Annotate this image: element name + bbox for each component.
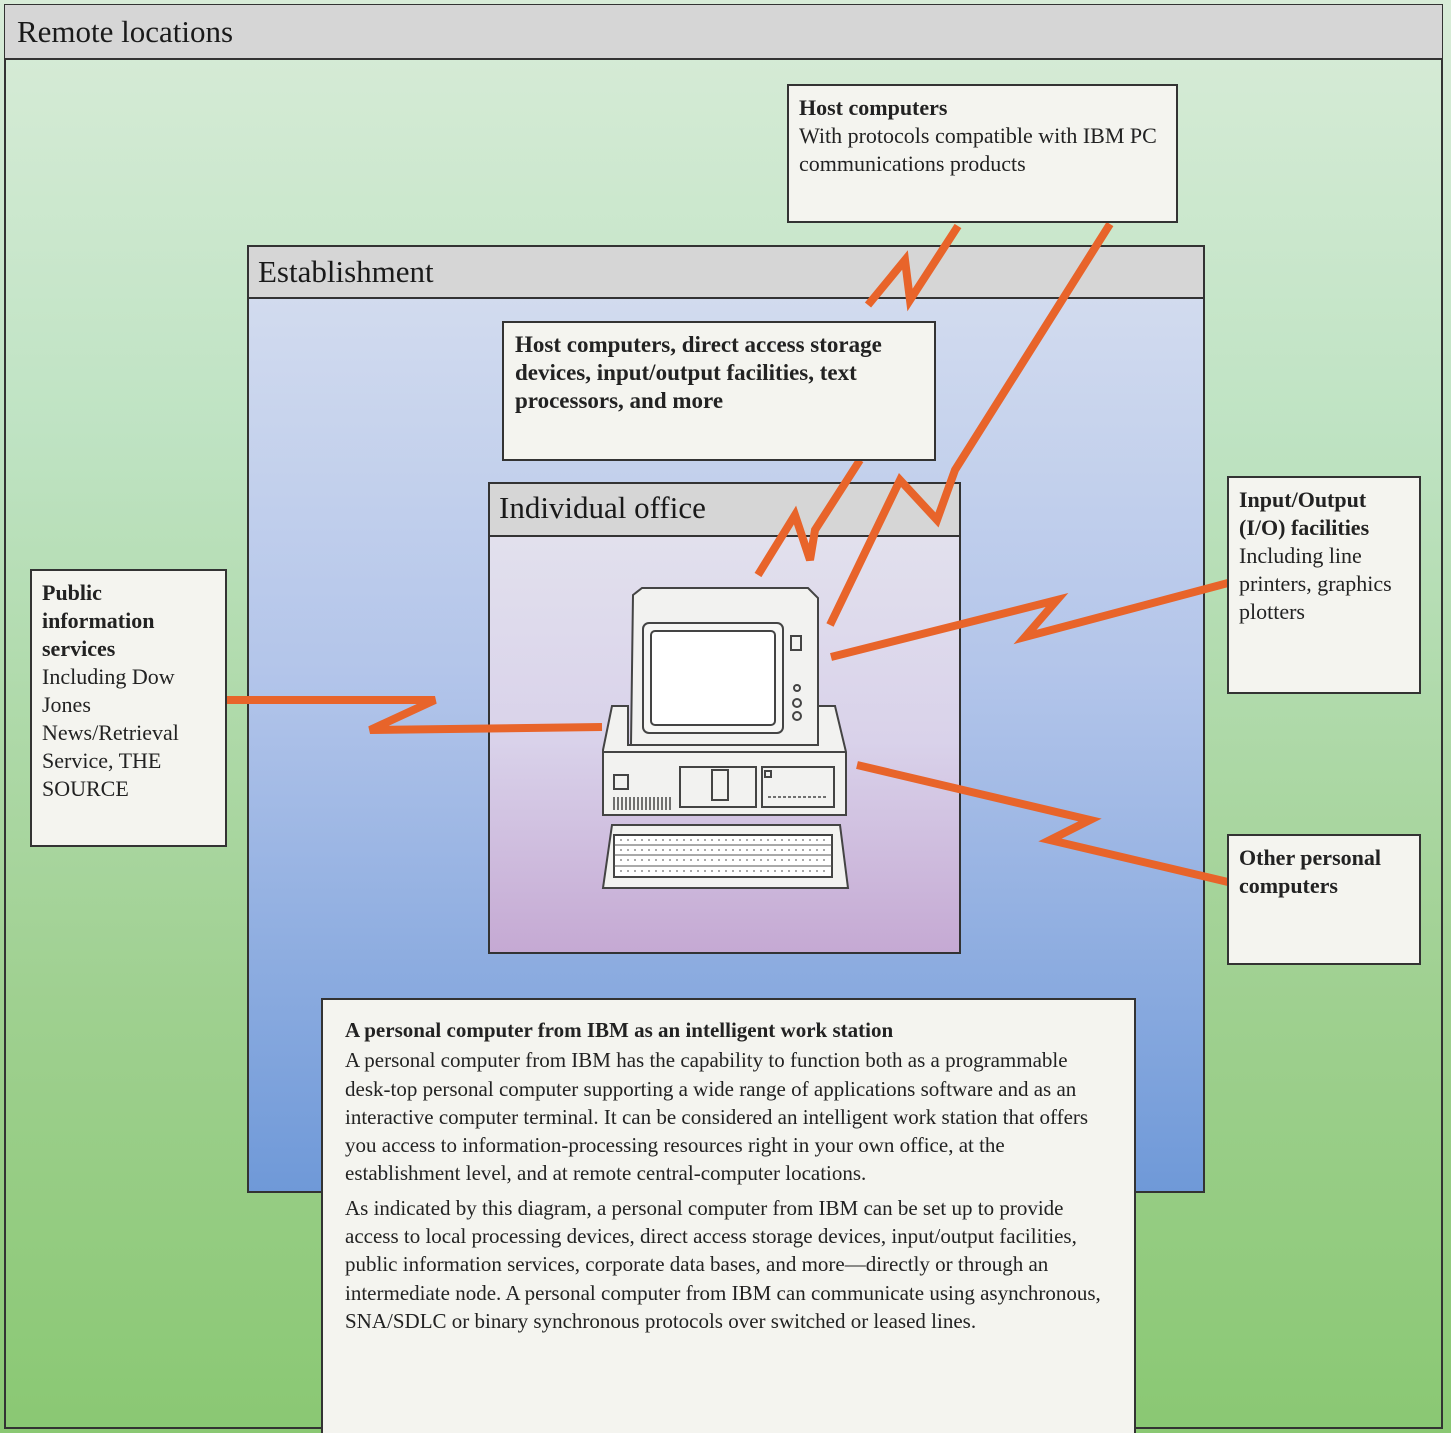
description-paragraph-1: A personal computer from IBM has the cap…: [345, 1048, 1089, 1186]
local-host-link-line: [754, 457, 864, 578]
io-facilities-box: Input/Output (I/O) facilities Including …: [1227, 476, 1421, 694]
io-link-line: [830, 579, 1230, 661]
other-personal-computers-box: Other personal computers: [1227, 834, 1421, 965]
remote-host-link-line: [864, 223, 962, 312]
establishment-title: Establishment: [258, 254, 434, 289]
description-paragraph-2: As indicated by this diagram, a personal…: [345, 1195, 1101, 1333]
public-info-services-heading: Public information services: [42, 580, 155, 661]
remote-locations-header: Remote locations: [5, 5, 1442, 60]
description-heading: A personal computer from IBM as an intel…: [345, 1018, 894, 1042]
io-facilities-heading: Input/Output (I/O) facilities: [1239, 487, 1370, 540]
host-computers-local-box: Host computers, direct access storage de…: [502, 321, 936, 461]
pc-illustration: [601, 587, 850, 889]
other-pcs-link-line: [856, 761, 1229, 886]
host-computers-local-heading: Host computers, direct access storage de…: [515, 332, 882, 413]
other-personal-computers-heading: Other personal computers: [1239, 845, 1381, 898]
description-panel: A personal computer from IBM as an intel…: [321, 998, 1136, 1433]
establishment-header: Establishment: [249, 247, 1203, 299]
individual-office-title: Individual office: [499, 490, 706, 525]
remote-locations-title: Remote locations: [17, 14, 234, 49]
host-computers-remote-text: With protocols compatible with IBM PC co…: [799, 123, 1157, 176]
host-computers-remote-box: Host computers With protocols compatible…: [787, 84, 1178, 223]
public-info-link-line: [226, 696, 603, 734]
host-computers-remote-heading: Host computers: [799, 95, 948, 120]
individual-office-header: Individual office: [490, 484, 959, 537]
remote-host-direct-link-line: [826, 221, 1114, 627]
public-info-services-box: Public information services Including Do…: [30, 569, 227, 847]
public-info-services-text: Including Dow Jones News/Retrieval Servi…: [42, 664, 179, 801]
io-facilities-text: Including line printers, graphics plotte…: [1239, 543, 1392, 624]
